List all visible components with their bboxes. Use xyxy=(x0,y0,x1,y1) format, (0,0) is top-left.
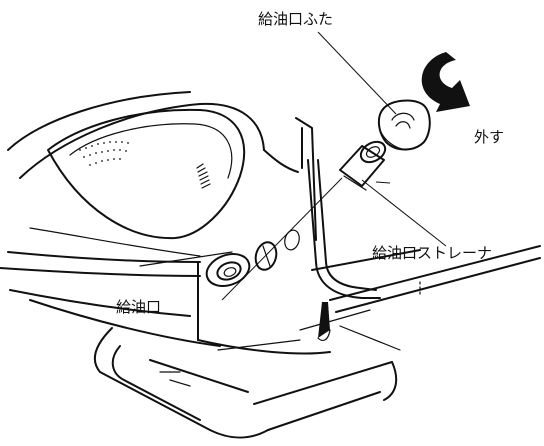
heater-drum xyxy=(7,91,265,240)
vent-slots xyxy=(196,163,211,189)
inlet-label: 給油口 xyxy=(116,298,161,316)
remove-label: 外す xyxy=(474,128,504,146)
drum-grille xyxy=(79,141,129,166)
cap-label: 給油口ふた xyxy=(258,10,333,28)
oil-inlet xyxy=(205,253,251,287)
curved-arrow-clockwise-icon xyxy=(421,52,470,112)
strainer-label: 給油口ストレーナ xyxy=(372,244,492,262)
oil-cap xyxy=(378,99,431,151)
oil-strainer xyxy=(339,140,387,191)
leader-lines xyxy=(221,31,447,301)
heater-housing xyxy=(0,117,331,355)
level-indicator xyxy=(317,302,331,341)
side-knob xyxy=(254,229,300,271)
heater-stand xyxy=(93,159,541,439)
